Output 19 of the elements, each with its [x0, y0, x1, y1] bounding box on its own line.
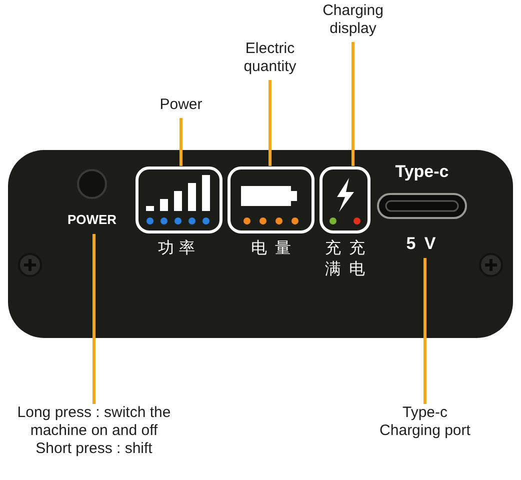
leader-line — [424, 258, 426, 404]
indicator-label: 充满 — [324, 238, 342, 280]
leader-line — [352, 42, 354, 166]
button-label: POWER — [66, 212, 118, 227]
device-panel — [8, 150, 513, 338]
port-label: Type-c — [394, 162, 450, 182]
callout-label: Power — [140, 96, 222, 118]
callout-label: Long press : switch the machine on and off — [16, 404, 172, 440]
indicator-label: 充电 — [348, 238, 366, 280]
callout-label: Short press : shift — [34, 440, 154, 458]
callout-label: Charging display — [298, 2, 408, 42]
callout-label: Type-c Charging port — [375, 404, 475, 446]
leader-line — [268, 80, 272, 166]
indicator-label: 电量 — [250, 238, 300, 259]
leader-line — [92, 234, 96, 404]
callout-label: Electric quantity — [225, 40, 315, 80]
voltage-label: 5 V — [405, 234, 439, 254]
indicator-label: 功率 — [157, 238, 201, 259]
leader-line — [180, 118, 182, 166]
